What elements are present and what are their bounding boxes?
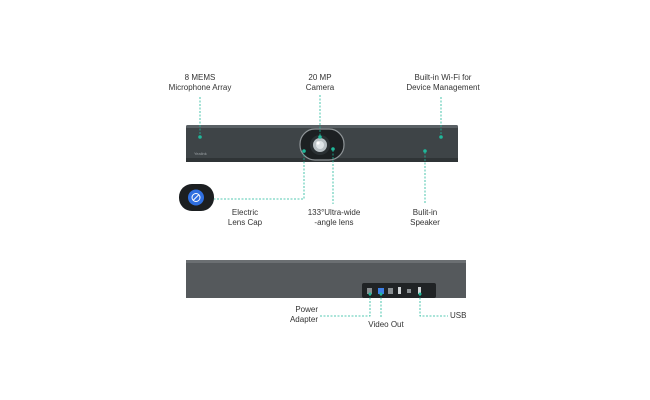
dot-usb bbox=[418, 292, 422, 296]
label-usb: USB bbox=[450, 311, 467, 320]
label-camera: 20 MP Camera bbox=[305, 73, 335, 92]
lens-cap-illustration bbox=[179, 184, 214, 211]
dot-camera bbox=[318, 135, 322, 139]
soundbar-back bbox=[186, 260, 466, 298]
brand-logo: Yealink bbox=[194, 151, 207, 156]
callout-dots bbox=[198, 135, 443, 296]
label-video-out: Video Out bbox=[368, 320, 404, 329]
dot-lens bbox=[331, 147, 335, 151]
label-mems-microphone-array: 8 MEMS Microphone Array bbox=[168, 73, 232, 92]
no-camera-icon bbox=[191, 193, 201, 202]
dot-power bbox=[368, 292, 372, 296]
label-power-adapter: Power Adapter bbox=[289, 305, 318, 324]
label-speaker: Bulit-in Speaker bbox=[410, 208, 440, 227]
soundbar-front: Yealink bbox=[186, 125, 458, 162]
callout-line-lens-cap bbox=[214, 151, 305, 200]
dot-speaker bbox=[423, 149, 427, 153]
callout-line-power bbox=[319, 294, 371, 317]
dot-video-out bbox=[379, 292, 383, 296]
dot-mems bbox=[198, 135, 202, 139]
video-out-port bbox=[378, 288, 384, 294]
callout-line-usb bbox=[419, 294, 448, 317]
label-ultra-wide-lens: 133°Ultra-wide -angle lens bbox=[307, 208, 361, 227]
dot-lens-cap bbox=[302, 149, 306, 153]
dot-wifi bbox=[439, 135, 443, 139]
label-wifi: Built-in Wi-Fi for Device Management bbox=[406, 73, 480, 92]
callout-lines bbox=[199, 95, 448, 318]
label-lens-cap: Electric Lens Cap bbox=[227, 208, 263, 227]
usb-port-1 bbox=[398, 287, 401, 294]
usb-port-2 bbox=[418, 287, 421, 294]
power-port bbox=[367, 288, 372, 294]
